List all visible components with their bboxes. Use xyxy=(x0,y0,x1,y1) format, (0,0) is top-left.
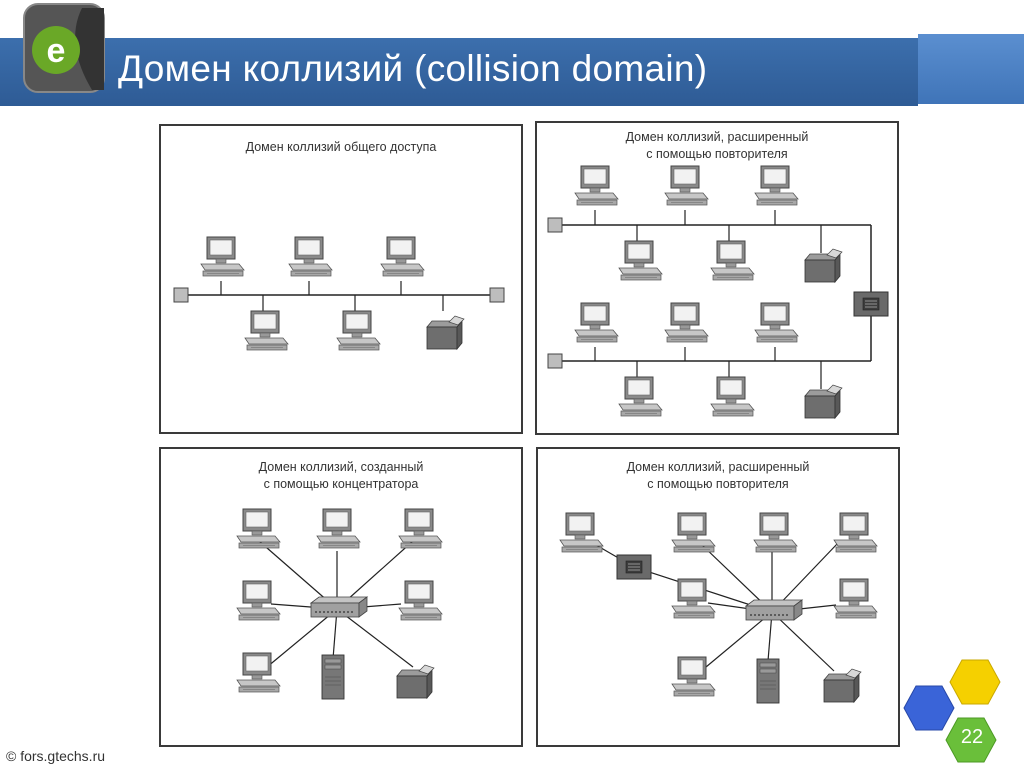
server xyxy=(321,654,345,700)
panel-caption: Домен коллизий, расширенный xyxy=(625,130,809,144)
computer xyxy=(380,236,425,277)
logo: e xyxy=(23,3,105,93)
panel-caption: с помощью повторителя xyxy=(647,477,789,491)
diagram-repeater-buses: Домен коллизий, расширенный с помощью по… xyxy=(535,121,899,435)
panel-caption: с помощью повторителя xyxy=(646,147,788,161)
computer xyxy=(833,512,878,553)
terminator xyxy=(547,353,563,369)
panel-caption: Домен коллизий, созданный xyxy=(258,460,424,474)
computer xyxy=(574,165,619,206)
computer xyxy=(754,165,799,206)
terminator xyxy=(489,287,505,303)
computer xyxy=(236,508,281,549)
printer xyxy=(804,384,843,419)
hexagon-decoration xyxy=(903,659,1001,763)
computer xyxy=(559,512,604,553)
computer xyxy=(671,578,716,619)
shared-bus-network xyxy=(173,236,505,351)
computer xyxy=(574,302,619,343)
repeater-bus-network xyxy=(547,165,889,419)
computer xyxy=(754,302,799,343)
computer xyxy=(671,512,716,553)
header-accent xyxy=(918,34,1024,104)
computer xyxy=(200,236,245,277)
repeater xyxy=(616,554,652,580)
hub-star-network xyxy=(236,508,443,700)
server xyxy=(756,658,780,704)
computer xyxy=(618,376,663,417)
printer xyxy=(823,668,862,703)
printer xyxy=(804,248,843,283)
computer xyxy=(244,310,289,351)
computer xyxy=(316,508,361,549)
diagram-shared-bus: Домен коллизий общего доступа xyxy=(159,124,523,434)
hub xyxy=(310,596,368,618)
slide-title: Домен коллизий (collision domain) xyxy=(118,48,708,89)
computer xyxy=(671,656,716,697)
computer xyxy=(618,240,663,281)
computer xyxy=(336,310,381,351)
computer xyxy=(664,302,709,343)
repeater xyxy=(853,291,889,317)
printer xyxy=(396,664,435,699)
page-number: 22 xyxy=(960,726,984,748)
computer xyxy=(288,236,333,277)
computer xyxy=(664,165,709,206)
computer xyxy=(833,578,878,619)
printer xyxy=(426,315,465,350)
panel-caption: с помощью концентратора xyxy=(263,477,419,491)
computer xyxy=(753,512,798,553)
footer-copyright[interactable]: © fors.gtechs.ru xyxy=(6,748,106,764)
terminator xyxy=(547,217,563,233)
header-bar xyxy=(0,38,918,106)
panel-caption: Домен коллизий, расширенный xyxy=(626,460,810,474)
computer xyxy=(236,652,281,693)
diagram-hub-star: Домен коллизий, созданный с помощью конц… xyxy=(159,447,523,747)
hub-repeater-network xyxy=(559,512,878,704)
svg-text:e: e xyxy=(47,32,66,70)
computer xyxy=(710,240,755,281)
diagram-hub-repeater: Домен коллизий, расширенный с помощью по… xyxy=(536,447,900,747)
computer xyxy=(398,508,443,549)
computer xyxy=(236,580,281,621)
panel-caption: Домен коллизий общего доступа xyxy=(245,140,437,154)
computer xyxy=(710,376,755,417)
hub xyxy=(745,599,803,621)
terminator xyxy=(173,287,189,303)
computer xyxy=(398,580,443,621)
